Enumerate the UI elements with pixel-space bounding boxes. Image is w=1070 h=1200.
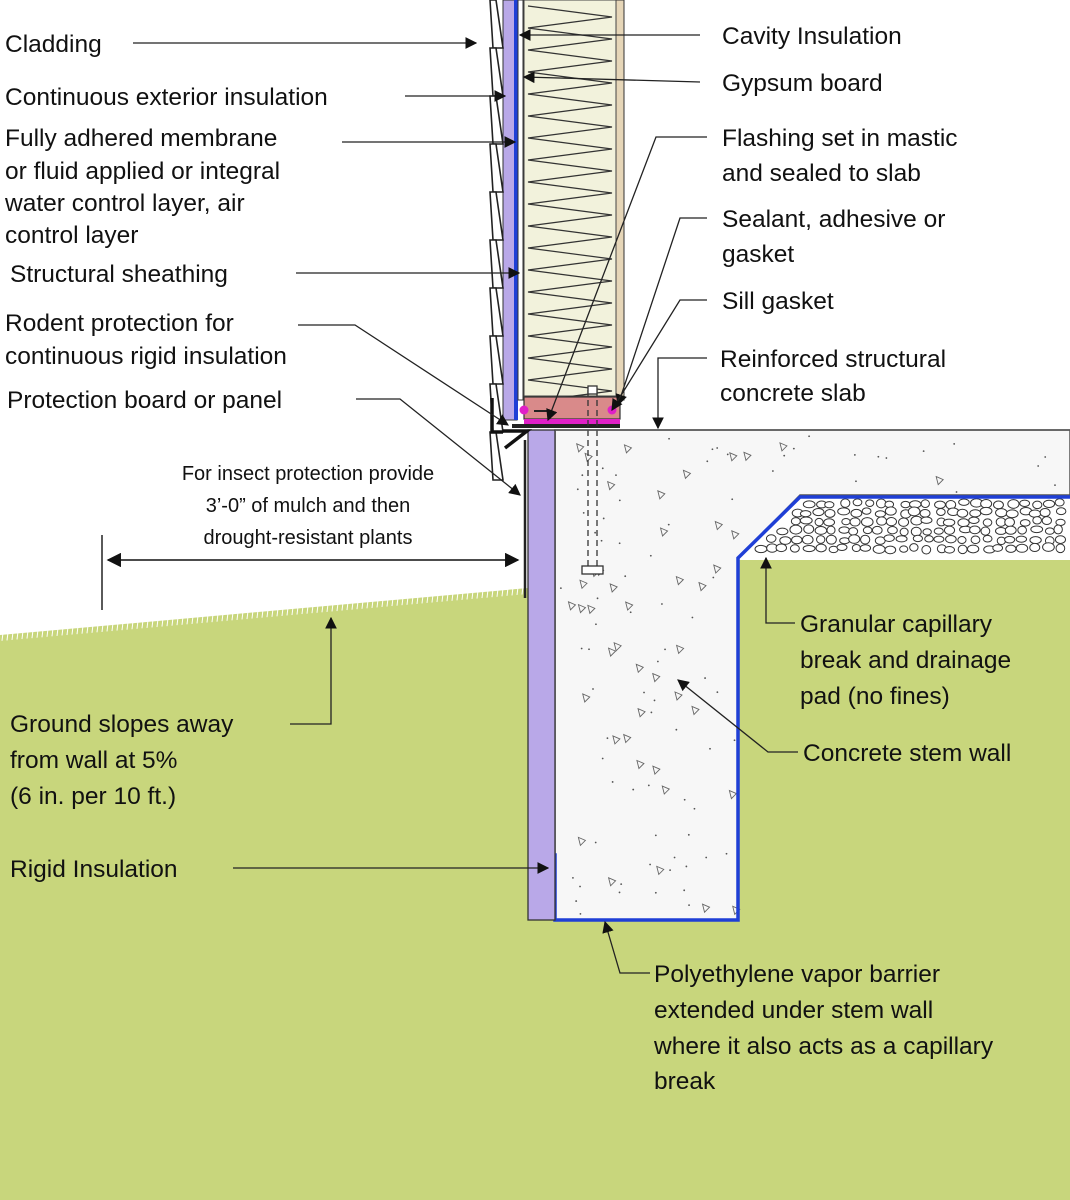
label-line: Gypsum board <box>722 70 883 97</box>
leader-lines <box>133 29 798 974</box>
sill-plate <box>523 396 621 420</box>
structural-sheathing <box>517 0 524 401</box>
flashing-strip <box>512 424 620 428</box>
label-line: Sealant, adhesive or <box>722 206 945 233</box>
label-line: from wall at 5% <box>10 747 177 774</box>
label-protection-board: Protection board or panel <box>7 387 282 414</box>
label-line: break and drainage <box>800 647 1011 674</box>
cladding-siding <box>489 0 504 481</box>
label-rodent-protection: Rodent protection for continuous rigid i… <box>5 310 287 370</box>
label-cavity-insulation: Cavity Insulation <box>722 23 902 50</box>
insect-note-line-3: drought-resistant plants <box>203 527 412 549</box>
label-line: and sealed to slab <box>722 160 921 187</box>
label-line: Flashing set in mastic <box>722 125 958 152</box>
rodent-protection-drip-edge <box>503 429 533 450</box>
label-line: (6 in. per 10 ft.) <box>10 783 176 810</box>
label-structural-sheathing: Structural sheathing <box>10 261 228 288</box>
concrete-aggregate-texture <box>559 435 1056 916</box>
label-line: where it also acts as a capillary <box>653 1033 994 1060</box>
gypsum-board <box>615 0 625 401</box>
label-ground-slopes: Ground slopes away from wall at 5% (6 in… <box>10 711 234 810</box>
label-line: Reinforced structural <box>720 346 946 373</box>
label-line: Protection board or panel <box>7 387 282 414</box>
label-stem-wall: Concrete stem wall <box>803 740 1011 767</box>
label-line: Polyethylene vapor barrier <box>654 961 940 988</box>
label-rigid-insulation: Rigid Insulation <box>10 856 178 883</box>
label-line: Cavity Insulation <box>722 23 902 50</box>
label-line: Rigid Insulation <box>10 856 178 883</box>
label-poly-vapor-barrier: Polyethylene vapor barrier extended unde… <box>653 961 994 1095</box>
label-line: Structural sheathing <box>10 261 228 288</box>
label-line: Concrete stem wall <box>803 740 1011 767</box>
label-line: Cladding <box>5 31 102 58</box>
label-reinforced-slab: Reinforced structural concrete slab <box>720 346 946 407</box>
label-line: Fully adhered membrane <box>5 125 277 152</box>
ground-grade <box>0 588 528 1200</box>
sealant-bead-left <box>519 405 529 415</box>
rodent-protection-flashing <box>490 398 503 434</box>
gravel-texture <box>754 498 1067 555</box>
label-granular-break: Granular capillary break and drainage pa… <box>800 611 1011 710</box>
label-line: Continuous exterior insulation <box>5 84 328 111</box>
label-fully-adhered-membrane: Fully adhered membrane or fluid applied … <box>4 125 280 249</box>
label-line: water control layer, air <box>4 190 245 217</box>
label-line: gasket <box>722 241 794 268</box>
label-line: continuous rigid insulation <box>5 343 287 370</box>
grass-texture <box>1 586 524 641</box>
anchor-bolt <box>581 385 604 575</box>
label-line: Granular capillary <box>800 611 993 638</box>
label-line: control layer <box>5 222 138 249</box>
label-sealant: Sealant, adhesive or gasket <box>722 206 945 268</box>
label-flashing: Flashing set in mastic and sealed to sla… <box>722 125 958 187</box>
label-gypsum-board: Gypsum board <box>722 70 883 97</box>
label-line: pad (no fines) <box>800 683 950 710</box>
label-continuous-exterior-insulation: Continuous exterior insulation <box>5 84 328 111</box>
label-line: concrete slab <box>720 380 866 407</box>
label-line: or fluid applied or integral <box>5 158 280 185</box>
label-sill-gasket: Sill gasket <box>722 288 834 315</box>
label-line: extended under stem wall <box>654 997 933 1024</box>
label-line: Ground slopes away <box>10 711 234 738</box>
label-line: break <box>654 1068 716 1095</box>
rigid-insulation-board <box>527 429 556 921</box>
water-control-membrane <box>514 0 518 420</box>
insect-note-line-2: 3’-0” of mulch and then <box>206 495 411 517</box>
label-line: Sill gasket <box>722 288 834 315</box>
label-cladding: Cladding <box>5 31 102 58</box>
sill-gasket <box>524 419 620 424</box>
insect-note-line-1: For insect protection provide <box>182 463 434 485</box>
label-line: Rodent protection for <box>5 310 234 337</box>
